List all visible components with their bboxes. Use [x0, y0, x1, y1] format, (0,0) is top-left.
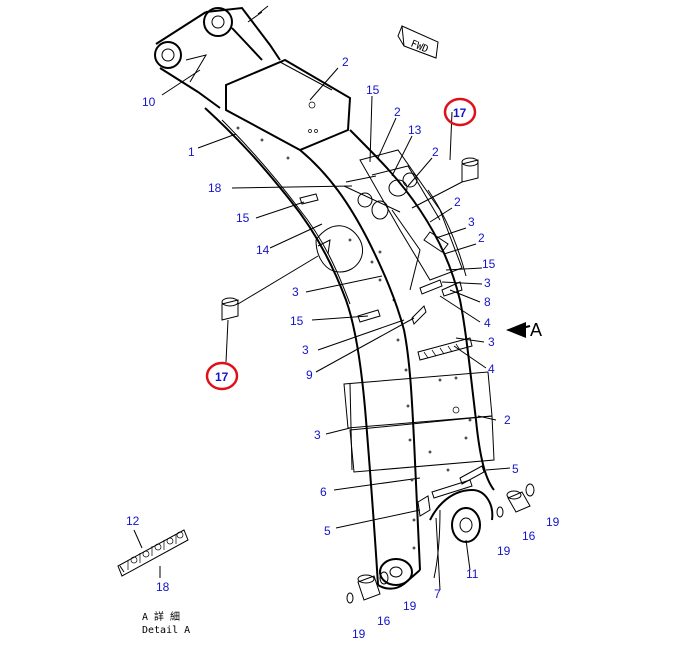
detail-caption-en: Detail A — [142, 625, 190, 636]
callout-15-mid: 15 — [290, 314, 304, 328]
callout-19-bottom-right: 19 — [403, 599, 417, 613]
view-a-label: A — [530, 320, 542, 340]
callout-labels: 10 1 2 15 2 13 17 2 18 2 15 3 2 14 15 3 … — [126, 55, 560, 641]
callout-2-c: 2 — [432, 145, 439, 159]
bushing-17-lower — [221, 255, 319, 363]
callout-2-e: 2 — [478, 231, 485, 245]
callout-3-f: 3 — [314, 428, 321, 442]
callout-19-bottom-left: 19 — [352, 627, 366, 641]
bushing-16-right — [496, 483, 535, 518]
callout-7: 7 — [434, 587, 441, 601]
highlight-ring-17-lower — [205, 361, 239, 391]
callout-1: 1 — [188, 145, 195, 159]
callout-4-a: 4 — [484, 316, 491, 330]
callout-15-left: 15 — [236, 211, 250, 225]
bushing-17-upper — [411, 157, 479, 209]
callout-19-right: 19 — [546, 515, 560, 529]
callout-2-b: 2 — [394, 105, 401, 119]
callout-9: 9 — [306, 368, 313, 382]
fwd-label: FWD — [409, 39, 430, 56]
callout-5-left: 5 — [324, 524, 331, 538]
detail-caption-jp: A 詳 細 — [142, 610, 180, 623]
callout-3-e: 3 — [302, 343, 309, 357]
callout-8: 8 — [484, 295, 491, 309]
callout-10: 10 — [142, 95, 156, 109]
callout-16-right: 16 — [522, 529, 536, 543]
boom-top-lug — [154, 5, 281, 109]
callout-11: 11 — [466, 567, 479, 581]
callout-6: 6 — [320, 485, 327, 499]
callout-13: 13 — [408, 123, 422, 137]
callout-18-main: 18 — [208, 181, 222, 195]
detail-a-caption: A 詳 細 Detail A — [142, 610, 190, 636]
highlight-ring-17-upper — [443, 97, 477, 127]
leader-lines — [161, 67, 511, 591]
callout-3-c: 3 — [292, 285, 299, 299]
callout-3-b: 3 — [484, 276, 491, 290]
callout-12: 12 — [126, 514, 140, 528]
callout-4-b: 4 — [488, 362, 495, 376]
detail-a-part — [117, 529, 189, 577]
callout-15-top: 15 — [366, 83, 380, 97]
callout-2-f: 2 — [504, 413, 511, 427]
callout-16-bottom: 16 — [377, 614, 391, 628]
callout-19-mid: 19 — [497, 544, 511, 558]
callout-5-right: 5 — [512, 462, 519, 476]
callout-2-d: 2 — [454, 195, 461, 209]
callout-2-top: 2 — [342, 55, 349, 69]
bushing-16-bottom — [346, 571, 389, 604]
callout-18-detail: 18 — [156, 580, 170, 594]
callout-3-d: 3 — [488, 335, 495, 349]
callout-3-a: 3 — [468, 215, 475, 229]
view-a-indicator: A — [506, 320, 542, 340]
fwd-arrow: FWD — [397, 25, 439, 59]
callout-15-right: 15 — [482, 257, 496, 271]
boom-body — [154, 5, 495, 590]
callout-17-lower: 17 — [215, 370, 229, 384]
callout-17-upper: 17 — [453, 106, 467, 120]
callout-14: 14 — [256, 243, 270, 257]
